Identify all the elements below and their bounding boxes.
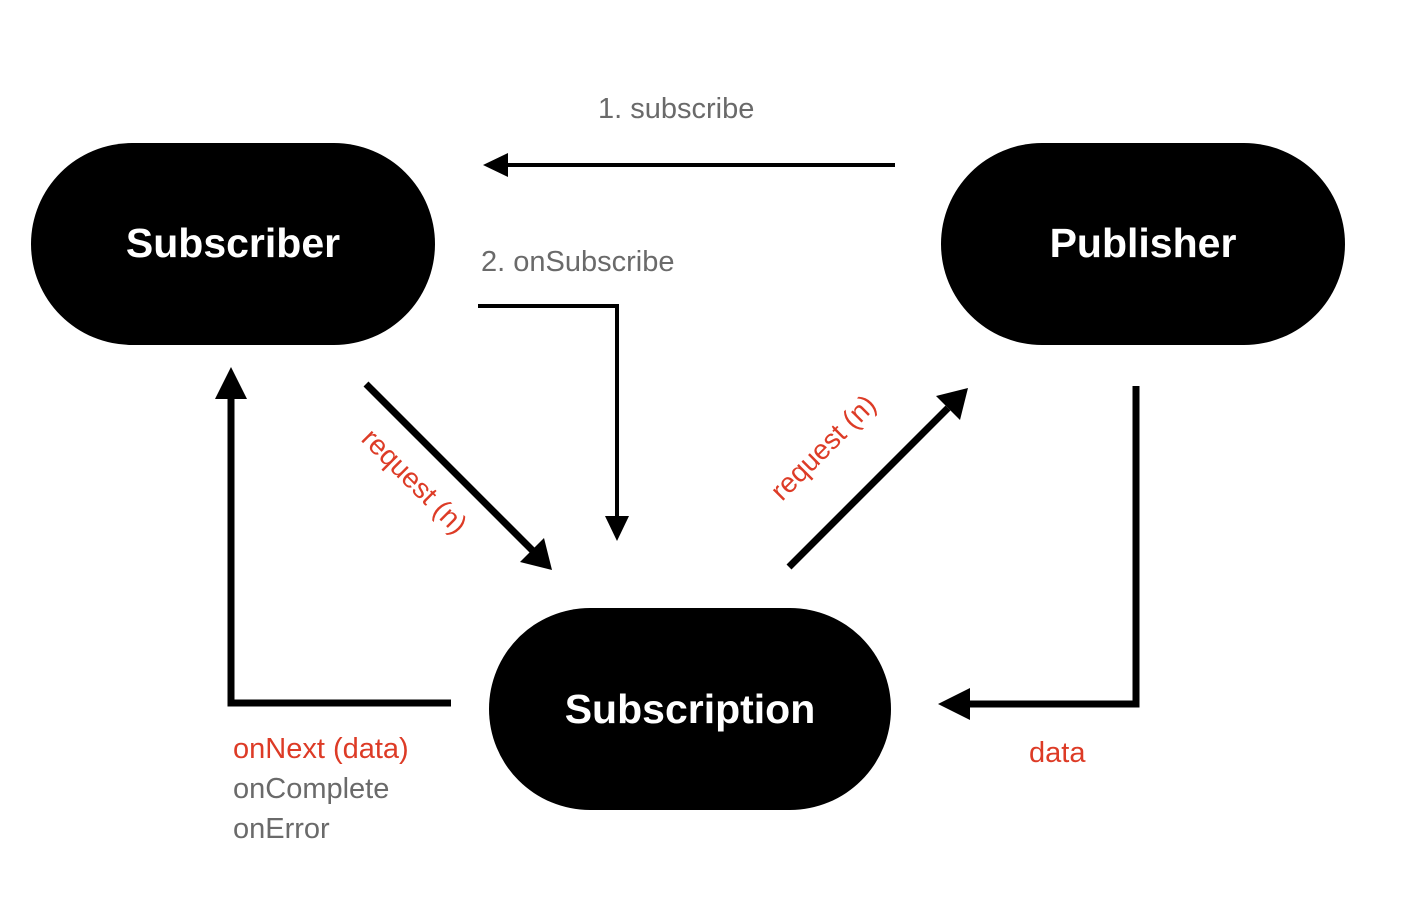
callback-oncomplete-label: onComplete — [233, 773, 389, 805]
edge-onsubscribe-arrowhead-icon — [605, 516, 629, 541]
edge-request-left-line — [363, 381, 536, 554]
edge-data-arrowhead-icon — [938, 688, 970, 720]
edge-request-right — [786, 388, 968, 570]
edge-data-line — [962, 386, 1140, 708]
node-subscriber[interactable]: Subscriber — [31, 143, 435, 345]
node-subscription-label: Subscription — [565, 686, 816, 732]
edge-request-right-arrowhead-icon — [936, 388, 968, 420]
edge-request-left — [363, 381, 552, 570]
edge-subscribe-label: 1. subscribe — [598, 93, 754, 125]
edge-onnext-arrowhead-icon — [215, 367, 247, 399]
callback-list: onNext (data) onComplete onError — [233, 733, 409, 845]
callback-onerror-label: onError — [233, 813, 330, 845]
edge-data — [938, 386, 1140, 720]
node-publisher-label: Publisher — [1050, 220, 1237, 266]
callback-onnext-label: onNext (data) — [233, 733, 409, 765]
node-subscription[interactable]: Subscription — [489, 608, 891, 810]
edge-onsubscribe-line — [478, 304, 619, 522]
edge-onnext-line — [227, 392, 451, 707]
node-subscription-shape — [489, 608, 891, 810]
edge-subscribe — [483, 153, 895, 177]
node-publisher-shape — [941, 143, 1345, 345]
edge-onsubscribe-label: 2. onSubscribe — [481, 246, 674, 278]
edge-data-label: data — [1029, 737, 1086, 769]
edge-request-right-line — [786, 405, 951, 570]
node-subscriber-label: Subscriber — [126, 220, 340, 266]
edge-onsubscribe — [478, 304, 629, 541]
edge-request-left-arrowhead-icon — [520, 538, 552, 570]
node-publisher[interactable]: Publisher — [941, 143, 1345, 345]
edge-subscribe-arrowhead-icon — [483, 153, 508, 177]
node-subscriber-shape — [31, 143, 435, 345]
edge-request-left-label: request (n) — [356, 422, 474, 540]
edge-onnext — [215, 367, 451, 707]
